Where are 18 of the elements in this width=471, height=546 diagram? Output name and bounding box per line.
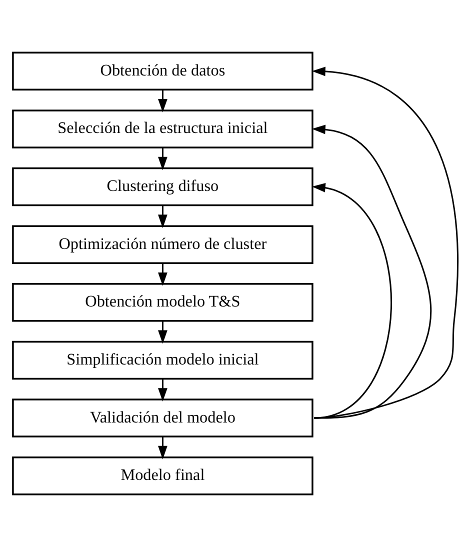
node-box: Obtención modelo T&S — [12, 282, 314, 322]
node-box: Selección de la estructura inicial — [12, 109, 314, 148]
arrow — [312, 66, 458, 418]
arrow — [158, 378, 168, 402]
arrow — [158, 205, 168, 228]
arrow — [312, 124, 432, 418]
node-box: Optimización número de cluster — [12, 224, 314, 264]
node-box: Modelo final — [12, 456, 314, 495]
node-box: Clustering difuso — [12, 166, 314, 206]
arrow — [158, 436, 168, 459]
arrow — [312, 182, 392, 418]
node-box: Obtención de datos — [12, 51, 314, 90]
node-box: Validación del modelo — [12, 398, 314, 437]
node-box: Simplificación modelo inicial — [12, 340, 314, 380]
arrow — [158, 147, 168, 170]
arrow — [158, 89, 168, 112]
arrow — [158, 320, 168, 344]
arrow — [158, 262, 168, 286]
